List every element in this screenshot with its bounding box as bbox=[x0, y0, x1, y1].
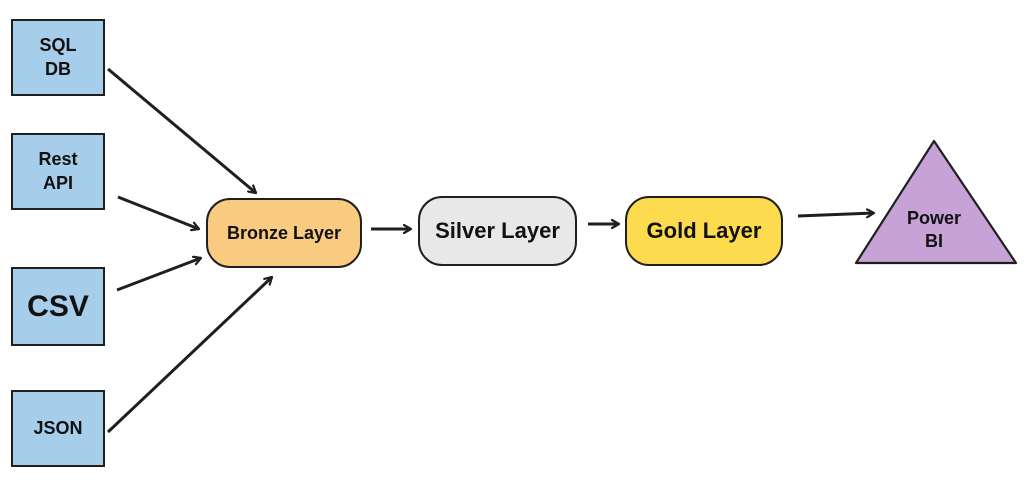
silver-layer-node: Silver Layer bbox=[418, 196, 577, 266]
power-bi-label-line-1: Power bbox=[906, 208, 962, 228]
arrow-json-to-bronze bbox=[106, 277, 272, 434]
source-rest-api-line-1: Rest bbox=[38, 149, 78, 170]
source-sql-db-line-1: SQL bbox=[39, 35, 77, 56]
gold-layer-node: Gold Layer bbox=[625, 196, 783, 266]
gold-layer-label: Gold Layer bbox=[646, 218, 762, 243]
silver-layer-label: Silver Layer bbox=[435, 218, 560, 243]
power-bi-label: Power BI bbox=[896, 207, 972, 254]
source-rest-api: Rest API bbox=[11, 133, 105, 210]
source-csv: CSV bbox=[11, 267, 105, 346]
arrow-sql-to-bronze bbox=[107, 67, 256, 195]
source-sql-db-line-2: DB bbox=[44, 58, 71, 79]
power-bi-label-line-2: BI bbox=[925, 231, 943, 252]
bronze-layer-label: Bronze Layer bbox=[226, 222, 342, 243]
source-sql-db: SQL DB bbox=[11, 19, 105, 96]
source-json-label: JSON bbox=[33, 417, 83, 438]
arrow-rest-to-bronze bbox=[117, 195, 199, 229]
power-bi-triangle bbox=[854, 139, 1018, 265]
source-rest-api-line-2: API bbox=[42, 172, 73, 193]
source-csv-label: CSV bbox=[27, 290, 89, 323]
source-json: JSON bbox=[11, 390, 105, 467]
arrow-gold-to-power-bi bbox=[797, 213, 874, 216]
bronze-layer-node: Bronze Layer bbox=[206, 198, 362, 268]
arrow-csv-to-bronze bbox=[116, 258, 201, 292]
